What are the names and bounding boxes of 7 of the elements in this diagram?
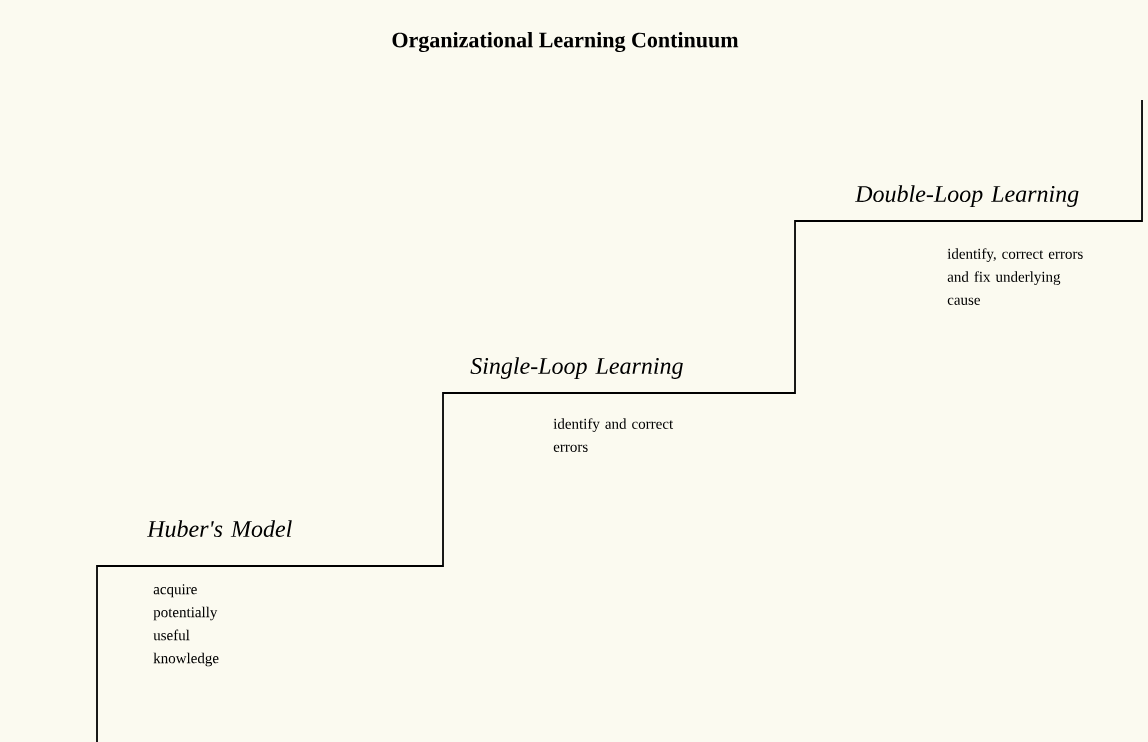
step-description: identify and correct errors — [553, 418, 674, 452]
step-description: identify, correct errors and fix underlying cause — [947, 248, 1083, 305]
step-heading: Double-Loop Learning — [854, 185, 1079, 207]
step-description: acquire potentially useful knowledge — [153, 584, 219, 667]
step-heading: Single-Loop Learning — [470, 357, 683, 379]
step-heading: Huber's Model — [146, 520, 292, 538]
title: Organizational Learning Continuum — [392, 31, 739, 53]
